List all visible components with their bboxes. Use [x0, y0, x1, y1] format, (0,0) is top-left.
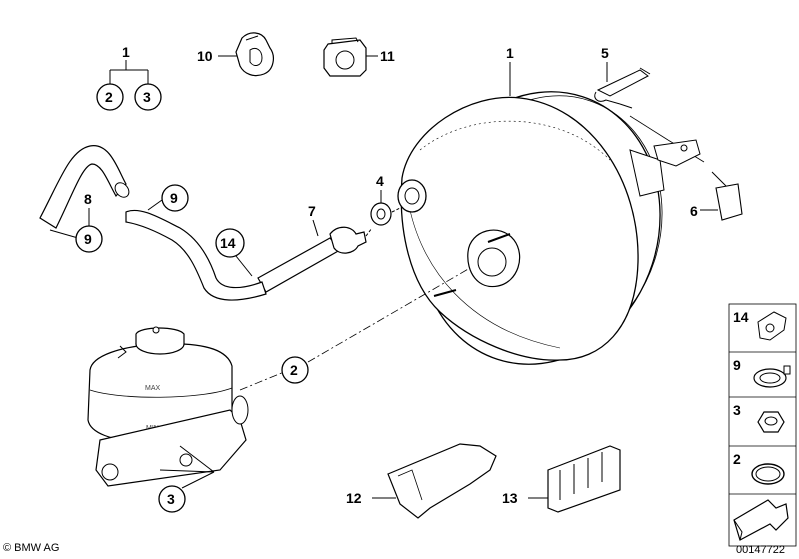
diagram-id: 00147722 — [736, 544, 785, 556]
clip-icon — [757, 311, 787, 341]
part-11-grommet: 11 — [323, 37, 395, 77]
part-9-hose: 9 14 — [125, 184, 267, 301]
callout-1-booster: 1 — [506, 45, 514, 61]
part-5-pin: 5 — [594, 45, 651, 109]
hex-nut-icon — [757, 411, 785, 433]
callout-8: 8 — [84, 191, 92, 207]
callout-12: 12 — [346, 490, 362, 506]
part-8-hose: 8 9 — [39, 145, 130, 253]
part-13-grommet: 13 — [502, 445, 621, 513]
part-7-hose: 7 — [257, 203, 373, 293]
callout-7: 7 — [308, 203, 316, 219]
callout-2-group: 2 — [105, 89, 113, 105]
brake-booster: 1 — [397, 45, 665, 365]
part-10-grommet: 10 — [197, 32, 274, 77]
hose-clamp-icon — [753, 365, 791, 388]
callout-4: 4 — [376, 173, 384, 189]
callout-2-line: 2 — [290, 362, 298, 378]
callout-9-hose: 9 — [84, 231, 92, 247]
arrow-icon — [733, 499, 789, 541]
copyright: © BMW AG — [3, 542, 59, 554]
panel-number-14: 14 — [733, 309, 749, 325]
callout-10: 10 — [197, 48, 213, 64]
callout-1-group: 1 — [122, 44, 130, 60]
reservoir-max-label: MAX — [145, 385, 161, 392]
panel-number-2: 2 — [733, 451, 741, 467]
panel-number-3: 3 — [733, 402, 741, 418]
callout-5: 5 — [601, 45, 609, 61]
callout-13: 13 — [502, 490, 518, 506]
callout-3-group: 3 — [143, 89, 151, 105]
callout-3-bottom: 3 — [167, 491, 175, 507]
part-4-grommet: 4 — [370, 173, 401, 226]
side-panel: 14 9 3 2 — [728, 303, 797, 547]
part-2-line: 2 — [239, 267, 471, 391]
callout-6: 6 — [690, 203, 698, 219]
callout-11: 11 — [380, 48, 395, 64]
part-12-bracket: 12 — [346, 443, 497, 519]
callout-14-main: 14 — [220, 235, 236, 251]
seal-ring-icon — [751, 463, 785, 485]
group-legend: 1 2 3 — [96, 44, 162, 111]
master-cylinder: MAX MIN 3 — [87, 326, 249, 513]
callout-9-label: 9 — [170, 190, 178, 206]
panel-number-9: 9 — [733, 357, 741, 373]
part-6-clip: 6 — [629, 115, 743, 221]
